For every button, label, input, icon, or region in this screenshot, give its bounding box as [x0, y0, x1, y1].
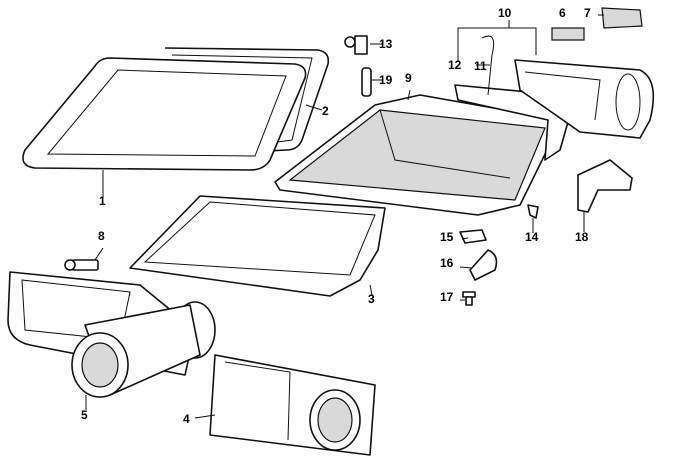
part-17-screw	[462, 291, 476, 306]
label-1: 1	[99, 194, 106, 208]
label-2: 2	[322, 104, 329, 118]
label-13: 13	[379, 37, 393, 51]
label-7: 7	[584, 6, 591, 20]
label-16: 16	[440, 256, 454, 270]
label-4: 4	[183, 412, 190, 426]
part-8-bulb	[64, 259, 99, 271]
label-18: 18	[575, 230, 589, 244]
label-8: 8	[98, 229, 105, 243]
label-11: 11	[474, 59, 487, 73]
label-9: 9	[405, 71, 412, 85]
part-3-inner-tray	[129, 195, 386, 297]
label-5: 5	[81, 408, 88, 422]
part-14-clip	[527, 204, 539, 219]
part-13-bulb-holder	[344, 35, 368, 55]
part-18-mount	[577, 159, 633, 213]
label-12: 12	[448, 58, 462, 72]
part-1-lens-glass	[22, 57, 307, 171]
label-14: 14	[525, 230, 539, 244]
label-10: 10	[498, 6, 512, 20]
part-9-reflector-housing	[274, 94, 557, 216]
label-19: 19	[379, 73, 393, 87]
label-17: 17	[440, 290, 454, 304]
part-15-nut	[459, 229, 487, 244]
part-4-front-cover	[209, 354, 376, 456]
label-3: 3	[368, 292, 375, 306]
label-6: 6	[559, 6, 566, 20]
part-11-wire	[481, 35, 495, 96]
part-10-rear-housing	[514, 59, 655, 139]
part-5-headlight-unit	[7, 271, 216, 398]
part-6-pad	[551, 27, 585, 41]
part-19-bulb	[361, 67, 372, 97]
label-15: 15	[440, 230, 454, 244]
part-7-cap	[601, 7, 643, 29]
leader-lines	[85, 14, 604, 419]
part-16-bracket	[469, 249, 498, 281]
